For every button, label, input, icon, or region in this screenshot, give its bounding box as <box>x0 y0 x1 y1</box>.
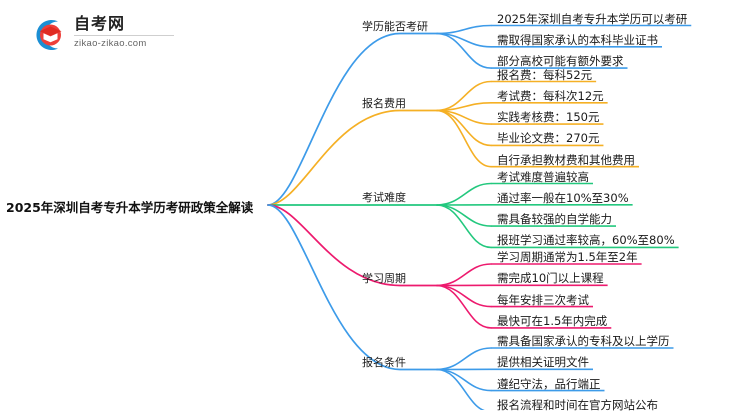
leaf-connector <box>437 111 491 167</box>
leaf-connector <box>437 26 491 34</box>
mindmap-branch-node[interactable]: 报名费用 <box>362 95 406 111</box>
leaf-connector <box>437 184 491 206</box>
mindmap-leaf-node[interactable]: 报名流程和时间在官方网站公布 <box>497 397 658 413</box>
leaf-connector <box>437 348 491 370</box>
leaf-connector <box>437 111 491 146</box>
leaf-connector <box>437 264 491 286</box>
leaf-connector <box>437 205 491 226</box>
mindmap-leaf-node[interactable]: 考试难度普遍较高 <box>497 169 589 185</box>
mindmap-leaf-node[interactable]: 实践考核费：150元 <box>497 109 599 125</box>
branch-connector <box>268 205 437 286</box>
mindmap-leaf-node[interactable]: 需具备国家承认的专科及以上学历 <box>497 333 670 349</box>
mindmap-leaf-node[interactable]: 考试费：每科次12元 <box>497 88 604 104</box>
leaf-connector <box>437 370 491 391</box>
leaf-connector <box>437 103 491 111</box>
mindmap-leaf-node[interactable]: 需取得国家承认的本科毕业证书 <box>497 32 658 48</box>
mindmap-leaf-node[interactable]: 学习周期通常为1.5年至2年 <box>497 249 638 265</box>
leaf-connector <box>437 34 491 69</box>
mindmap-leaf-node[interactable]: 通过率一般在10%至30% <box>497 190 629 206</box>
leaf-connector <box>437 205 491 247</box>
mindmap-leaf-node[interactable]: 2025年深圳自考专升本学历可以考研 <box>497 11 687 27</box>
mindmap-root-node[interactable]: 2025年深圳自考专升本学历考研政策全解读 <box>6 197 253 216</box>
mindmap-leaf-node[interactable]: 需具备较强的自学能力 <box>497 211 612 227</box>
mindmap-leaf-node[interactable]: 自行承担教材费和其他费用 <box>497 152 635 168</box>
branch-connector <box>268 111 437 206</box>
leaf-connector <box>437 286 491 307</box>
mindmap-leaf-node[interactable]: 每年安排三次考试 <box>497 292 589 308</box>
mindmap-leaf-node[interactable]: 遵纪守法，品行端正 <box>497 376 601 392</box>
mindmap-connectors <box>268 26 491 411</box>
mindmap-leaf-node[interactable]: 报名费：每科52元 <box>497 67 592 83</box>
mindmap-branch-node[interactable]: 学习周期 <box>362 270 406 286</box>
branch-connector <box>268 205 437 370</box>
mindmap-branch-node[interactable]: 学历能否考研 <box>362 18 428 34</box>
mindmap-leaf-node[interactable]: 报班学习通过率较高，60%至80% <box>497 232 675 248</box>
mindmap-branch-node[interactable]: 报名条件 <box>362 354 406 370</box>
mindmap-leaf-node[interactable]: 毕业论文费：270元 <box>497 130 599 146</box>
mindmap-leaf-node[interactable]: 提供相关证明文件 <box>497 354 589 370</box>
mindmap-leaf-node[interactable]: 最快可在1.5年内完成 <box>497 313 607 329</box>
branch-connector <box>268 34 437 206</box>
mindmap-branch-node[interactable]: 考试难度 <box>362 189 406 205</box>
mindmap-leaf-node[interactable]: 需完成10门以上课程 <box>497 270 604 286</box>
leaf-connector <box>437 286 491 328</box>
